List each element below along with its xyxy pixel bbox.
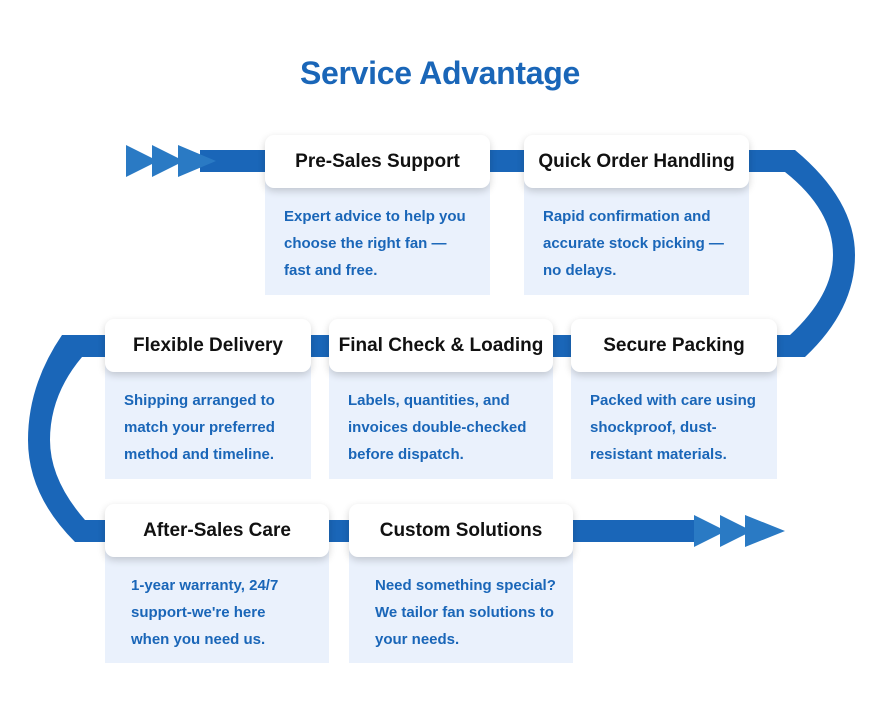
step-title: After-Sales Care (105, 504, 329, 557)
flow-curve-right (749, 150, 855, 357)
step-title: Pre-Sales Support (265, 135, 490, 188)
description-line: accurate stock picking — (543, 235, 724, 252)
description-line: support-we're here (131, 604, 266, 621)
description-line: method and timeline. (124, 446, 275, 463)
start-arrows-icon (126, 145, 216, 177)
page-title: Service Advantage (299, 55, 581, 91)
description-line: your needs. (375, 631, 460, 648)
step-title: Secure Packing (571, 319, 777, 372)
end-arrows-icon (694, 515, 785, 547)
step-card-quick-order-handling: Rapid confirmation and accurate stock pi… (524, 135, 749, 295)
description-line: Expert advice to help you (284, 208, 466, 225)
description-line: We tailor fan solutions to (375, 604, 554, 621)
end-arrow-2 (720, 515, 752, 547)
step-title: Flexible Delivery (105, 319, 311, 372)
description-line: Rapid confirmation and (543, 208, 711, 225)
step-card-pre-sales-support: Expert advice to help you choose the rig… (265, 135, 490, 295)
step-title: Custom Solutions (349, 504, 573, 557)
end-arrow-3 (745, 515, 785, 547)
description-line: resistant materials. (590, 446, 727, 463)
description-line: invoices double-checked (348, 419, 527, 436)
end-arrow-1 (694, 515, 726, 547)
step-card-flexible-delivery: Shipping arranged to match your preferre… (105, 319, 311, 479)
description-line: match your preferred (124, 419, 275, 436)
description-line: Packed with care using (590, 392, 756, 409)
start-arrow-2 (152, 145, 184, 177)
description-line: choose the right fan — (284, 235, 447, 252)
step-title: Final Check & Loading (329, 319, 553, 372)
description-line: when you need us. (131, 631, 266, 648)
description-line: 1-year warranty, 24/7 (131, 577, 279, 594)
start-arrow-3 (178, 145, 216, 177)
description-line: no delays. (543, 262, 617, 279)
description-line: Shipping arranged to (124, 392, 275, 409)
step-title: Quick Order Handling (524, 135, 749, 188)
step-card-after-sales-care: 1-year warranty, 24/7 support-we're here… (105, 504, 329, 663)
description-line: Need something special? (375, 577, 556, 594)
description-line: Labels, quantities, and (348, 392, 510, 409)
description-line: shockproof, dust- (590, 419, 717, 436)
step-card-custom-solutions: Need something special? We tailor fan so… (349, 504, 573, 663)
step-card-final-check-loading: Labels, quantities, and invoices double-… (329, 319, 553, 479)
description-line: fast and free. (284, 262, 378, 279)
description-line: before dispatch. (348, 446, 464, 463)
flow-curve-left (28, 335, 110, 542)
start-arrow-1 (126, 145, 158, 177)
step-card-secure-packing: Packed with care using shockproof, dust-… (571, 319, 777, 479)
